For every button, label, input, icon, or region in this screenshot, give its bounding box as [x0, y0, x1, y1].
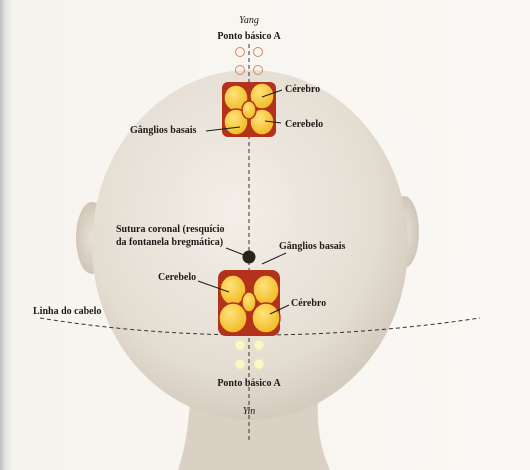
leader-lines: [197, 89, 290, 315]
coronal-suture-label-line2: da fontanela bregmática): [116, 237, 223, 248]
bottom-ganglios-label: Gânglios basais: [279, 241, 346, 252]
bottom-cerebro-label: Cérebro: [291, 298, 326, 309]
top-axis-label: Yang: [239, 15, 259, 26]
neck: [178, 400, 330, 470]
bottom-cerebelo-label: Cerebelo: [158, 272, 196, 283]
coronal-suture-label-line1: Sutura coronal (resquício: [116, 224, 225, 235]
head: [92, 70, 408, 420]
top-point-circles: [235, 47, 263, 75]
top-lobe-cluster: [222, 82, 276, 137]
hairline: [39, 317, 481, 336]
hairline-label: Linha do cabelo: [33, 306, 101, 317]
bottom-point-circles: [234, 339, 265, 370]
top-ganglios-label: Gânglios basais: [130, 125, 197, 136]
top-point-label: Ponto básico A: [217, 31, 281, 42]
bottom-lobe-cluster: [218, 270, 281, 336]
bottom-axis-label: Yin: [243, 406, 256, 417]
top-cerebro-label: Cérebro: [285, 84, 320, 95]
top-cerebelo-label: Cerebelo: [285, 119, 323, 130]
bottom-point-label: Ponto básico A: [217, 378, 281, 389]
coronal-suture-dot: [242, 250, 256, 264]
